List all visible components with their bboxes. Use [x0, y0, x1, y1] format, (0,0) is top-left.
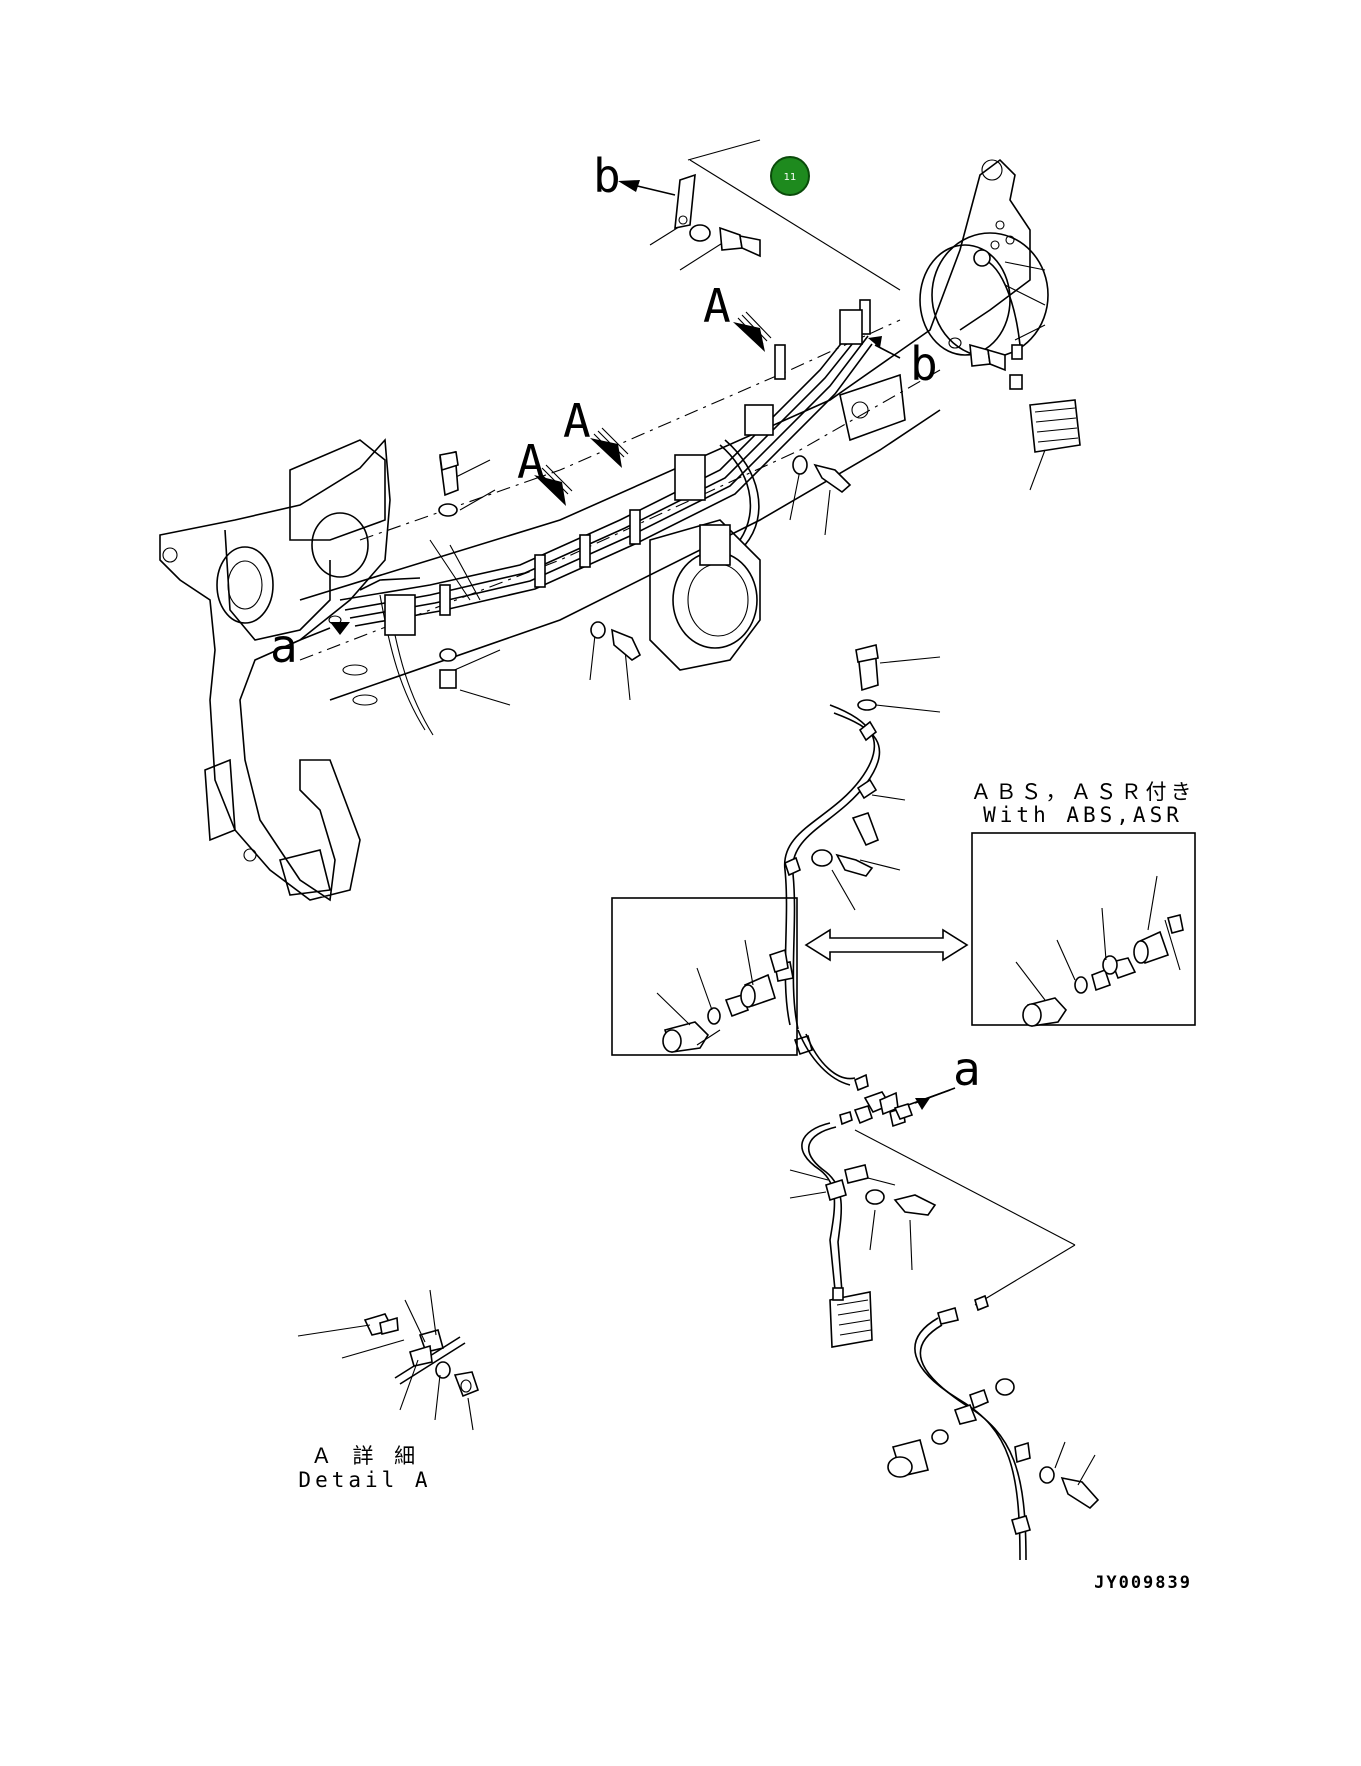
label-b-top: b: [593, 149, 621, 203]
frame-bolts: [438, 450, 852, 689]
label-a-mid: a: [953, 1042, 981, 1096]
detail-a-assembly: [297, 1289, 479, 1431]
lower-hose-assembly: [774, 644, 1100, 1561]
right-hose-assembly: [973, 249, 1081, 453]
drawing-code: JY009839: [1094, 1573, 1192, 1593]
reference-arrows: [299, 180, 956, 1110]
badge-label: 11: [784, 172, 797, 183]
label-A-3: A: [517, 435, 545, 489]
abs-title-en: With ABS,ASR: [983, 803, 1183, 827]
label-a-top: a: [270, 619, 298, 673]
detail-title-jp: Ａ 詳 細: [311, 1444, 419, 1468]
label-b-right: b: [910, 337, 938, 391]
inset-box-abs: [971, 832, 1196, 1027]
brake-line-bundle: [339, 299, 873, 736]
double-arrow-icon: [804, 928, 969, 962]
frame-assembly: [159, 158, 1049, 902]
label-A-1: A: [703, 279, 731, 333]
item-badge[interactable]: 11: [770, 156, 810, 196]
inset-box-standard: [611, 897, 798, 1056]
leader-lines-frame: [429, 139, 1046, 706]
abs-title-jp: ＡＢＳ，ＡＳＲ付き: [971, 780, 1196, 804]
badge-circle[interactable]: [770, 156, 810, 196]
detail-title-en: Detail A: [298, 1468, 431, 1492]
label-A-2: A: [563, 394, 591, 448]
arrow-a-marks: [534, 311, 772, 506]
bracket-b: [674, 173, 1006, 372]
